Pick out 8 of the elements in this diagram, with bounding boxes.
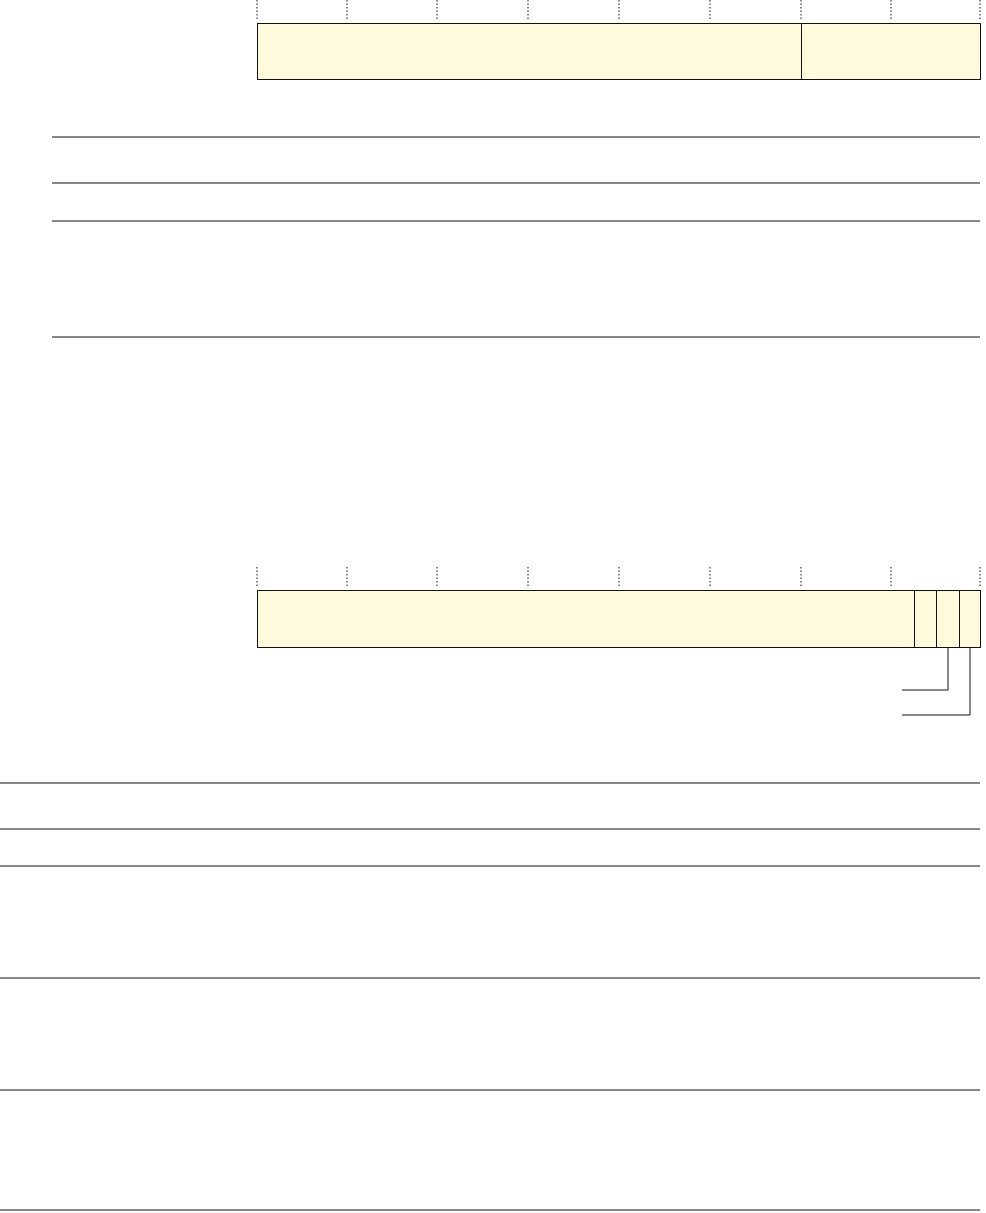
- register-field: [936, 590, 960, 648]
- register-field: [914, 590, 937, 648]
- leader-line: [901, 647, 971, 716]
- register-field: [801, 23, 981, 80]
- register-field: [257, 23, 802, 80]
- register-field: [257, 590, 915, 648]
- register-field: [959, 590, 981, 648]
- leader-line: [901, 647, 949, 691]
